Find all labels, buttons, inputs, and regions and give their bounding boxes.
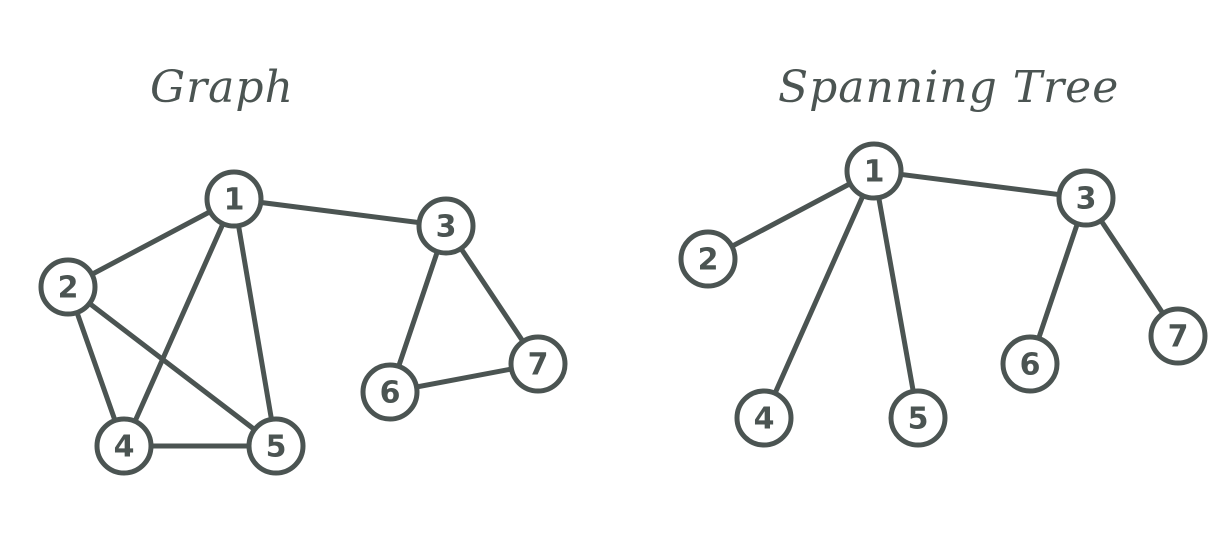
graph-node-5: 5 <box>246 416 306 476</box>
graph-node-label-6: 6 <box>380 376 401 411</box>
graph-edge-1-2 <box>65 196 237 290</box>
graph-title: Graph <box>150 62 294 113</box>
tree-node-label-6: 6 <box>1020 348 1041 383</box>
tree-node-4: 4 <box>734 388 794 448</box>
tree-node-circle-4 <box>734 388 794 448</box>
tree-node-7: 7 <box>1148 306 1208 366</box>
graph-node-label-1: 1 <box>224 183 245 218</box>
graph-node-4: 4 <box>94 416 154 476</box>
graph-edge-1-4 <box>121 196 237 449</box>
graph-node-label-2: 2 <box>58 271 79 306</box>
tree-node-label-3: 3 <box>1076 182 1097 217</box>
graph-node-label-5: 5 <box>266 430 287 465</box>
graph-node-label-3: 3 <box>436 210 457 245</box>
graph-node-1: 1 <box>204 169 264 229</box>
graph-node-circle-6 <box>360 362 420 422</box>
tree-node-6: 6 <box>1000 334 1060 394</box>
tree-node-label-7: 7 <box>1168 320 1189 355</box>
tree-edge-1-5 <box>871 168 921 421</box>
tree-edge-1-3 <box>871 168 1089 201</box>
graph-node-circle-3 <box>416 196 476 256</box>
graph-node-2: 2 <box>38 257 98 317</box>
tree-node-label-1: 1 <box>864 155 885 190</box>
graph-edge-1-5 <box>231 196 279 449</box>
tree-edge-1-2 <box>705 168 877 262</box>
graph-node-circle-1 <box>204 169 264 229</box>
graph-node-7: 7 <box>508 334 568 394</box>
graph-node-label-4: 4 <box>114 430 135 465</box>
graph-edge-2-5 <box>65 284 279 449</box>
tree-node-5: 5 <box>888 388 948 448</box>
graph-node-6: 6 <box>360 362 420 422</box>
graph-node-circle-4 <box>94 416 154 476</box>
graph-node-3: 3 <box>416 196 476 256</box>
tree-node-circle-2 <box>678 229 738 289</box>
tree-node-label-2: 2 <box>698 243 719 278</box>
tree-node-3: 3 <box>1056 168 1116 228</box>
tree-node-circle-3 <box>1056 168 1116 228</box>
spanning-tree-title: Spanning Tree <box>778 62 1120 113</box>
graph-node-circle-7 <box>508 334 568 394</box>
tree-node-1: 1 <box>844 141 904 201</box>
tree-node-2: 2 <box>678 229 738 289</box>
tree-edge-1-4 <box>761 168 877 421</box>
graph-edge-1-3 <box>231 196 449 229</box>
tree-node-circle-6 <box>1000 334 1060 394</box>
tree-node-label-5: 5 <box>908 402 929 437</box>
graph-node-circle-2 <box>38 257 98 317</box>
graph-node-label-7: 7 <box>528 348 549 383</box>
tree-node-circle-5 <box>888 388 948 448</box>
tree-node-circle-7 <box>1148 306 1208 366</box>
graph-node-circle-5 <box>246 416 306 476</box>
tree-node-label-4: 4 <box>754 402 775 437</box>
tree-node-circle-1 <box>844 141 904 201</box>
